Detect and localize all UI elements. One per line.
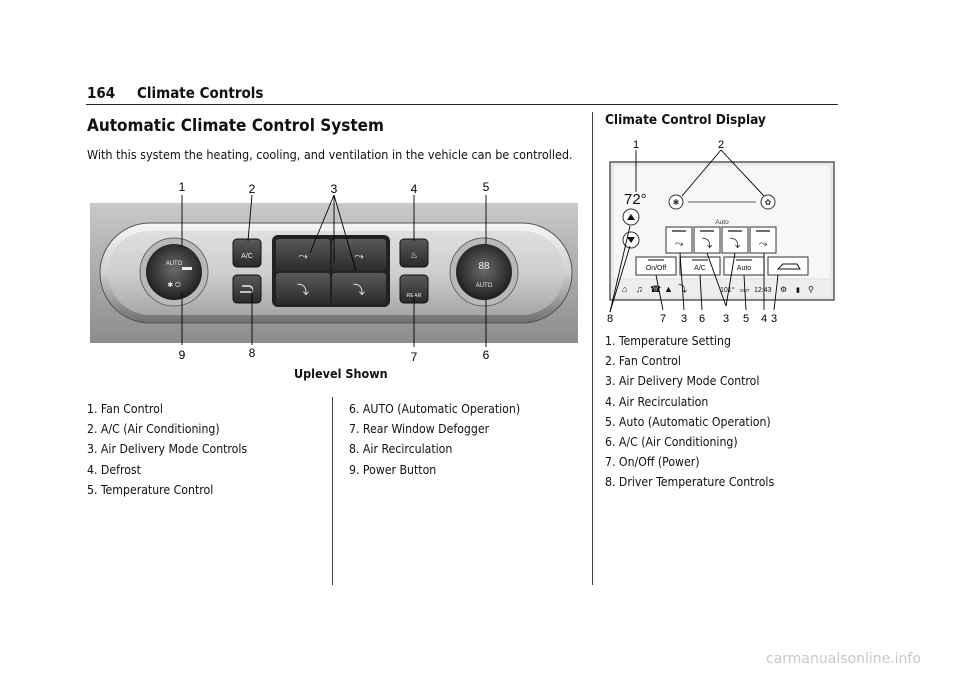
callout-3: 3 — [331, 182, 338, 196]
temperature-control-knob: 88 AUTO — [449, 237, 519, 307]
column-divider-1 — [332, 397, 333, 585]
list-item: 4. Defrost — [87, 462, 141, 477]
column-divider-2 — [592, 112, 593, 585]
list-item: 1. Fan Control — [87, 402, 163, 416]
svg-text:✱: ✱ — [673, 198, 680, 207]
on-off-button: On/Off — [646, 265, 667, 272]
ac-button-display: A/C — [694, 265, 706, 272]
svg-text:⤵: ⤵ — [353, 283, 365, 297]
list-item: 7. Rear Window Defogger — [349, 422, 490, 437]
defrost-icon: ♨ — [410, 250, 418, 260]
recirculation-car-icon — [776, 263, 801, 270]
callout-1: 1 — [179, 180, 186, 194]
list-item: 6. A/C (Air Conditioning) — [605, 434, 738, 449]
callout-7: 7 — [411, 350, 418, 364]
phone-icon: ☎ — [650, 284, 661, 294]
fan-control-knob: AUTO ✱ ⏻ — [139, 237, 209, 307]
list-item: 8. Driver Temperature Controls — [605, 475, 775, 490]
svg-text:⤳: ⤳ — [675, 238, 684, 250]
home-icon: ⌂ — [622, 284, 627, 294]
callout-8: 8 — [249, 346, 256, 360]
list-item: 5. Auto (Automatic Operation) — [605, 414, 771, 429]
clock: 12:43 — [754, 287, 772, 294]
display-callout-3c: 3 — [771, 313, 777, 325]
mode-button-feet-defrost — [332, 273, 386, 305]
panel-legend-col1: 1. Fan Control 2. A/C (Air Conditioning)… — [87, 399, 247, 500]
panel-legend-col2: 6. AUTO (Automatic Operation) 7. Rear Wi… — [349, 399, 520, 480]
svg-text:88: 88 — [478, 261, 490, 272]
page-title: Automatic Climate Control System — [87, 116, 384, 136]
nav-icon: ▲ — [664, 284, 673, 294]
display-callout-3b: 3 — [723, 313, 729, 325]
display-callout-7: 7 — [660, 313, 666, 325]
svg-text:⤵: ⤵ — [730, 237, 741, 250]
svg-text:A/C: A/C — [241, 253, 253, 260]
panel-caption: Uplevel Shown — [294, 366, 388, 381]
display-callout-6: 6 — [699, 313, 705, 325]
list-item: 8. Air Recirculation — [349, 442, 453, 457]
outside-temp: 101° — [720, 286, 735, 294]
list-item: 2. A/C (Air Conditioning) — [87, 422, 220, 437]
music-icon: ♫ — [636, 284, 643, 294]
temperature-setting: 72° — [624, 191, 647, 208]
chevron-down-icon — [627, 237, 635, 243]
mode-button-face-defrost — [332, 239, 386, 271]
mode-button-face — [276, 239, 330, 271]
display-callout-8: 8 — [607, 313, 613, 325]
callout-5: 5 — [483, 180, 490, 194]
list-item: 9. Power Button — [349, 462, 437, 477]
page-number: 164 — [87, 84, 116, 102]
display-callout-5: 5 — [743, 313, 749, 325]
signal-icon: ▮ — [796, 287, 800, 294]
fan-controls: ✱ ✿ — [668, 194, 776, 210]
fan-icon: ✿ — [765, 198, 772, 207]
display-legend: 1. Temperature Setting 2. Fan Control 3.… — [605, 331, 774, 493]
list-item: 4. Air Recirculation — [605, 394, 709, 409]
svg-text:⤳: ⤳ — [759, 238, 768, 250]
callout-2: 2 — [249, 182, 256, 196]
callout-4: 4 — [411, 182, 418, 196]
svg-text:⤳: ⤳ — [298, 249, 308, 263]
callout-6: 6 — [483, 348, 490, 362]
watermark: carmanualsonline.info — [766, 651, 921, 667]
display-callout-3a: 3 — [681, 313, 687, 325]
auto-button-display: Auto — [737, 265, 752, 272]
section-title: Climate Controls — [137, 84, 264, 102]
list-item: 6. AUTO (Automatic Operation) — [349, 402, 521, 416]
callout-9: 9 — [179, 348, 186, 362]
svg-text:⤳: ⤳ — [354, 249, 364, 263]
svg-text:AUTO: AUTO — [476, 283, 493, 289]
recirculation-button — [232, 274, 262, 304]
auto-label: Auto — [715, 219, 729, 226]
mode-buttons: ⤳ ⤵ ⤵ ⤳ — [665, 226, 777, 254]
list-item: 5. Temperature Control — [87, 482, 214, 497]
climate-panel-illustration: AUTO ✱ ⏻ A/C ⤳ ⤳ ⤵ ⤵ ♨ REAR 88 AUTO — [90, 180, 578, 364]
list-item: 2. Fan Control — [605, 354, 681, 369]
svg-text:⤵: ⤵ — [297, 283, 309, 297]
display-callout-1: 1 — [633, 139, 639, 151]
list-item: 3. Air Delivery Mode Controls — [87, 442, 248, 457]
svg-text:AUTO: AUTO — [166, 261, 183, 267]
display-callout-2: 2 — [718, 139, 724, 151]
display-section-title: Climate Control Display — [605, 112, 766, 128]
settings-icon: ⚙ — [780, 285, 787, 294]
svg-text:✱ ⏻: ✱ ⏻ — [167, 281, 181, 289]
chevron-up-icon — [627, 214, 635, 220]
climate-display-illustration: 72° ✱ ✿ Auto ⤳ ⤵ ⤵ ⤳ On/Off A/C Auto — [607, 139, 835, 325]
svg-text:⤵: ⤵ — [702, 237, 713, 250]
intro-text: With this system the heating, cooling, a… — [87, 147, 573, 162]
list-item: 3. Air Delivery Mode Control — [605, 374, 760, 389]
display-callout-4: 4 — [761, 313, 767, 325]
mode-button-feet — [276, 273, 330, 305]
ac-button — [232, 238, 262, 268]
header-rule — [86, 104, 838, 105]
list-item: 1. Temperature Setting — [605, 334, 731, 348]
location-pin-icon: ⚲ — [808, 285, 814, 294]
list-item: 7. On/Off (Power) — [605, 455, 700, 470]
